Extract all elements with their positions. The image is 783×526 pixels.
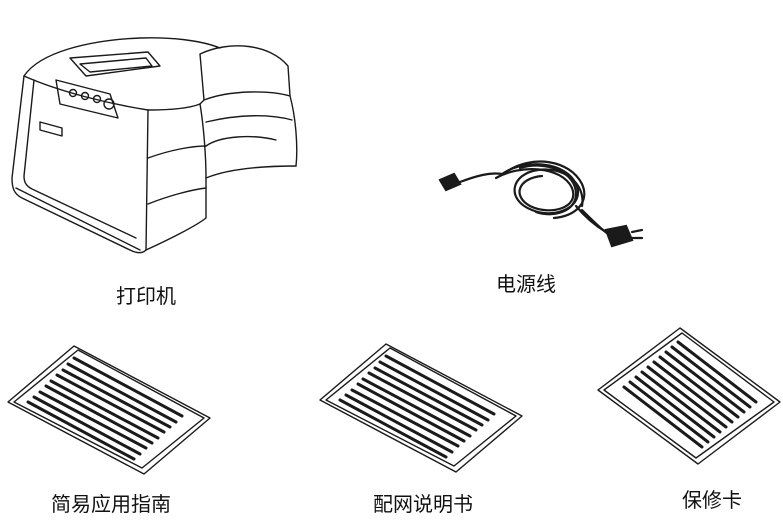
printer-icon	[11, 37, 298, 254]
power-cord-illustration	[436, 154, 644, 254]
warranty-card-illustration	[596, 326, 782, 466]
power-cord-icon	[438, 160, 644, 248]
document-icon	[7, 345, 211, 475]
quick-guide-illustration	[6, 344, 212, 476]
document-icon	[319, 343, 523, 473]
printer-illustration	[0, 18, 312, 266]
item-label-power-cord: 电源线	[496, 272, 556, 296]
network-manual-illustration	[318, 342, 524, 474]
document-icon	[597, 327, 781, 465]
item-label-network-manual: 配网说明书	[373, 492, 473, 516]
item-label-quick-guide: 简易应用指南	[51, 492, 171, 516]
item-label-printer: 打印机	[116, 284, 176, 308]
item-label-warranty-card: 保修卡	[682, 488, 742, 512]
